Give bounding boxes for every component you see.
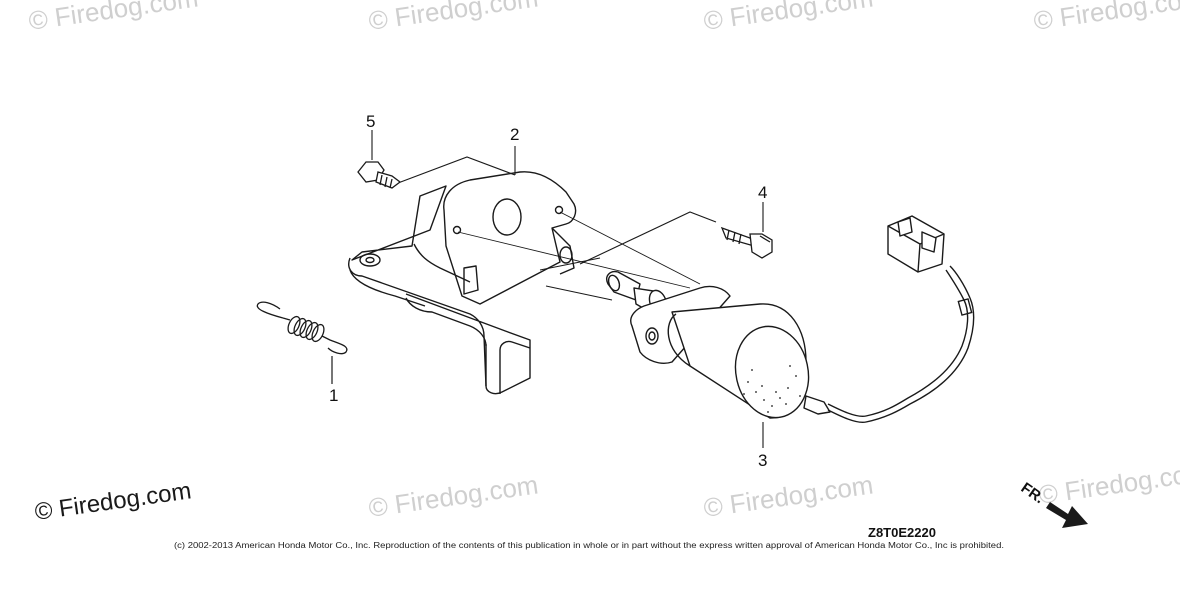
watermark-bottom-1: © Firedog.com [367, 469, 540, 522]
alignment-line-4 [539, 257, 601, 271]
bolt-right-part[interactable] [720, 226, 773, 259]
callout-3[interactable]: 3 [758, 451, 767, 470]
watermark-bottom-2: © Firedog.com [702, 469, 875, 522]
spring-coils [287, 315, 325, 343]
alignment-line-2 [559, 211, 701, 285]
watermark-top-1: © Firedog.com [27, 0, 200, 36]
watermark-main: © Firedog.com [33, 477, 193, 526]
alignment-line-3 [545, 285, 613, 301]
watermark-top-3: © Firedog.com [702, 0, 875, 36]
solenoid-cable [827, 265, 975, 424]
watermark-bottom-3: © Firedog.cc [1037, 460, 1180, 510]
watermark-top-4: © Firedog.com [1032, 0, 1180, 36]
front-arrow-icon [1046, 502, 1088, 528]
solenoid-shading [743, 365, 801, 413]
solenoid-part[interactable] [606, 270, 831, 425]
bolt-left-part[interactable] [357, 161, 402, 189]
group-line-2 [397, 156, 516, 184]
spring-part[interactable] [256, 301, 348, 355]
watermark-layer: © Firedog.com © Firedog.com © Firedog.co… [27, 0, 1180, 523]
group-line-4 [579, 211, 717, 265]
callout-1[interactable]: 1 [329, 386, 338, 405]
bracket-part[interactable] [348, 171, 577, 395]
callout-4[interactable]: 4 [758, 183, 767, 202]
copyright-notice: (c) 2002-2013 American Honda Motor Co., … [174, 541, 1004, 550]
callout-5[interactable]: 5 [366, 112, 375, 131]
alignment-line [457, 231, 691, 289]
diagram-code: Z8T0E2220 [868, 525, 936, 540]
callout-2[interactable]: 2 [510, 125, 519, 144]
watermark-top-2: © Firedog.com [367, 0, 540, 36]
connector-plug[interactable] [887, 215, 945, 273]
